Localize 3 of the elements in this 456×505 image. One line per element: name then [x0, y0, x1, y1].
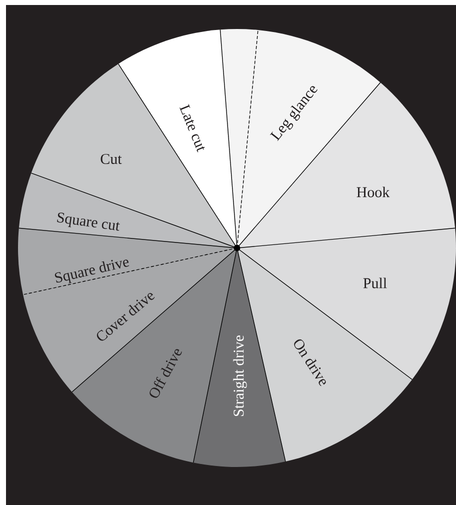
pie-sector: Square cut — [18, 173, 237, 248]
pie-sector — [220, 29, 258, 248]
pie-sector: Straight drive — [193, 248, 286, 467]
